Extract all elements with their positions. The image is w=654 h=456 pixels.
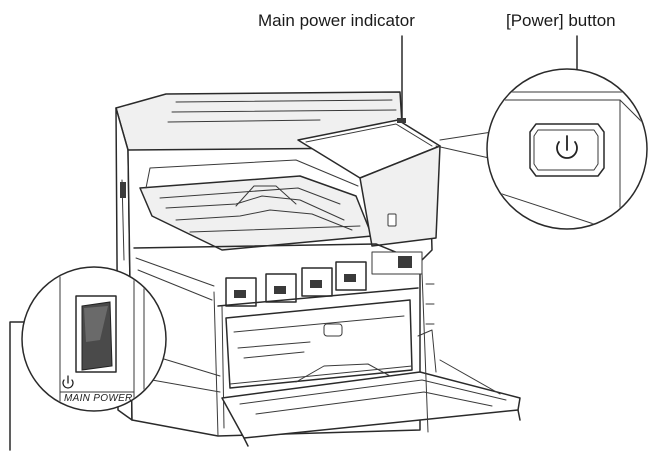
toner-cartridges <box>225 251 423 307</box>
power-button-label: [Power] button <box>506 11 616 30</box>
zoom-connector-switch <box>153 355 221 377</box>
inner-drawer <box>225 299 413 389</box>
main-power-switch[interactable] <box>75 295 117 373</box>
main-power-indicator-label: Main power indicator <box>258 11 415 30</box>
front-cover-open <box>221 329 521 447</box>
standby-symbol-icon <box>62 375 74 389</box>
main-power-indicator-led <box>397 118 406 123</box>
zoom-connector-power <box>439 131 493 141</box>
power-symbol-icon <box>556 135 578 159</box>
zoom-connector-switch-2 <box>151 379 221 393</box>
printer <box>115 91 521 447</box>
main-power-switch-label: MAIN POWER <box>64 393 133 404</box>
control-panel-support <box>359 145 441 247</box>
power-button[interactable] <box>529 123 605 177</box>
power-button-zoom <box>486 68 648 230</box>
main-power-switch-zoom: MAIN POWER <box>21 266 167 412</box>
